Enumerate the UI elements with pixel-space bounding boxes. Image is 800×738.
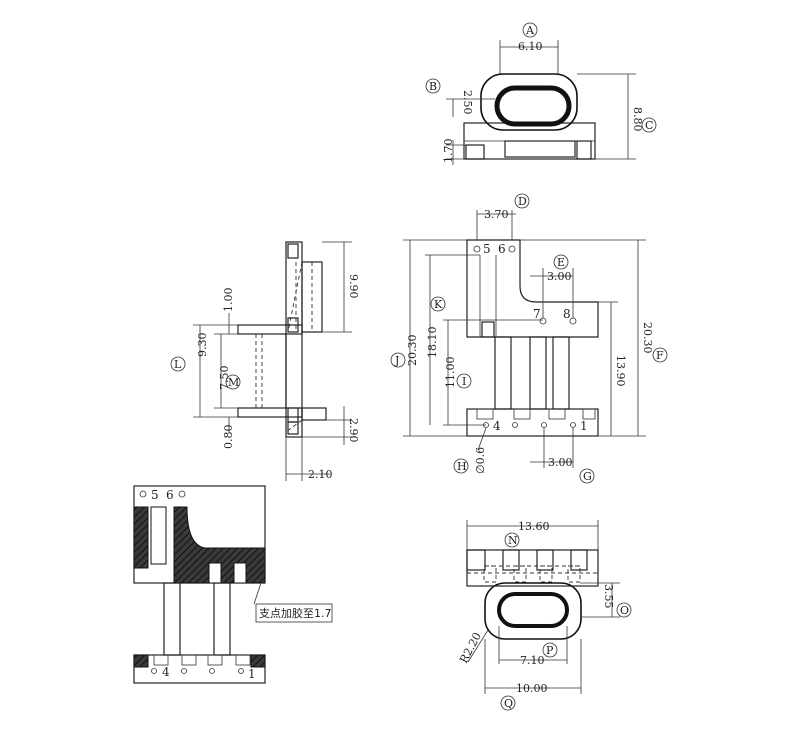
detail-pin-5: 5 [151, 488, 159, 502]
callout-l-circle [170, 356, 186, 372]
callout-e: E [557, 256, 565, 269]
callout-p: P [546, 644, 554, 657]
dim-3-55: 3.55 [602, 584, 615, 609]
dim-pin-dia: ∅0.6 [474, 447, 487, 474]
callout-m-circle [225, 374, 241, 390]
dim-13-60: 13.60 [518, 520, 550, 533]
dim-8-80: 8.80 [631, 107, 644, 132]
bottom-view-oval [497, 592, 569, 628]
callout-f: F [656, 349, 664, 362]
callout-h-circle [453, 458, 469, 474]
detail-view: 5 6 4 1 支点加胶至1.7 [133, 485, 333, 684]
dim-7-10: 7.10 [520, 654, 545, 667]
callout-i: I [462, 375, 466, 388]
side-view-lower-arm [237, 407, 303, 418]
pin-1: 1 [580, 419, 588, 433]
detail-pin-6: 6 [166, 488, 174, 502]
dim-0-80: 0.80 [222, 425, 235, 450]
dim-2-90: 2.90 [347, 418, 360, 443]
callout-q-circle [500, 695, 516, 711]
callout-b-circle [425, 78, 441, 94]
callout-c-circle [641, 117, 657, 133]
dim-9-90: 9.90 [347, 274, 360, 299]
dim-r2-20: R2.20 [457, 630, 484, 665]
callout-d-circle [514, 193, 530, 209]
dim-20-30-left: 20.30 [406, 335, 419, 367]
callout-a-circle [522, 22, 538, 38]
bottom-view-housing [484, 582, 582, 640]
callout-j-circle [390, 352, 406, 368]
note-text: 支点加胶至1.7 [259, 606, 332, 620]
front-view-base [466, 408, 599, 437]
dim-1-70: 1.70 [442, 139, 455, 164]
dim-7-50: 7.50 [218, 366, 231, 391]
note-box [255, 603, 333, 623]
dim-13-90: 13.90 [614, 355, 627, 387]
callout-q: Q [504, 697, 513, 710]
callout-n-circle [504, 532, 520, 548]
callout-a: A [525, 24, 535, 37]
callout-h: H [457, 460, 467, 473]
callout-c: C [645, 119, 653, 132]
dim-3-00-mid: 3.00 [547, 270, 572, 283]
dim-3-70: 3.70 [484, 208, 509, 221]
callout-p-circle [542, 642, 558, 658]
callout-k: K [434, 298, 443, 311]
pin-5: 5 [483, 242, 491, 256]
pin-8: 8 [563, 307, 571, 321]
front-view-body [466, 239, 599, 338]
callout-n: N [508, 534, 518, 547]
dim-20-30-right: 20.30 [641, 322, 654, 354]
dim-3-00-bottom: 3.00 [548, 456, 573, 469]
dim-11-00: 11.00 [444, 357, 457, 389]
top-view-pin-right [576, 140, 592, 160]
callout-o: O [620, 604, 629, 617]
bottom-view: 13.60 N 3.55 O R2.20 7.10 P 10.00 Q [457, 520, 632, 711]
callout-o-circle [616, 602, 632, 618]
callout-f-circle [652, 347, 668, 363]
bottom-view-base [466, 549, 599, 587]
detail-base [133, 654, 266, 684]
front-view: 5 6 7 8 4 1 3.70 D 3.00 E [390, 193, 668, 484]
callout-b: B [429, 80, 437, 93]
dim-10-00: 10.00 [516, 682, 548, 695]
side-view: 9.90 2.90 9.30 7.50 1.00 0.80 2.10 L M [170, 241, 360, 481]
callout-k-circle [430, 296, 446, 312]
dim-6-10: 6.10 [518, 40, 543, 53]
top-view-center-block [504, 140, 576, 158]
dim-2-50: 2.50 [461, 90, 474, 115]
dim-18-10: 18.10 [426, 327, 439, 359]
dim-2-10: 2.10 [308, 468, 333, 481]
callout-g-circle [579, 468, 595, 484]
top-view-oval [494, 85, 572, 127]
pin-4: 4 [493, 419, 501, 433]
dim-9-30: 9.30 [196, 333, 209, 358]
side-view-upper-arm [237, 324, 303, 335]
pin-6: 6 [498, 242, 506, 256]
callout-j: J [394, 354, 399, 367]
top-view-housing [480, 73, 578, 131]
top-view-pin-left [465, 144, 485, 160]
top-view: 6.10 A 2.50 B 8.80 C 1.70 [425, 22, 657, 165]
callout-d: D [518, 195, 527, 208]
detail-pin-1: 1 [248, 667, 256, 681]
dim-1-00: 1.00 [222, 288, 235, 313]
callout-m: M [228, 376, 239, 389]
callout-e-circle [553, 254, 569, 270]
callout-i-circle [456, 373, 472, 389]
detail-pin-4: 4 [162, 665, 170, 679]
pin-7: 7 [533, 307, 541, 321]
callout-l: L [174, 358, 182, 371]
callout-g: G [583, 470, 592, 483]
